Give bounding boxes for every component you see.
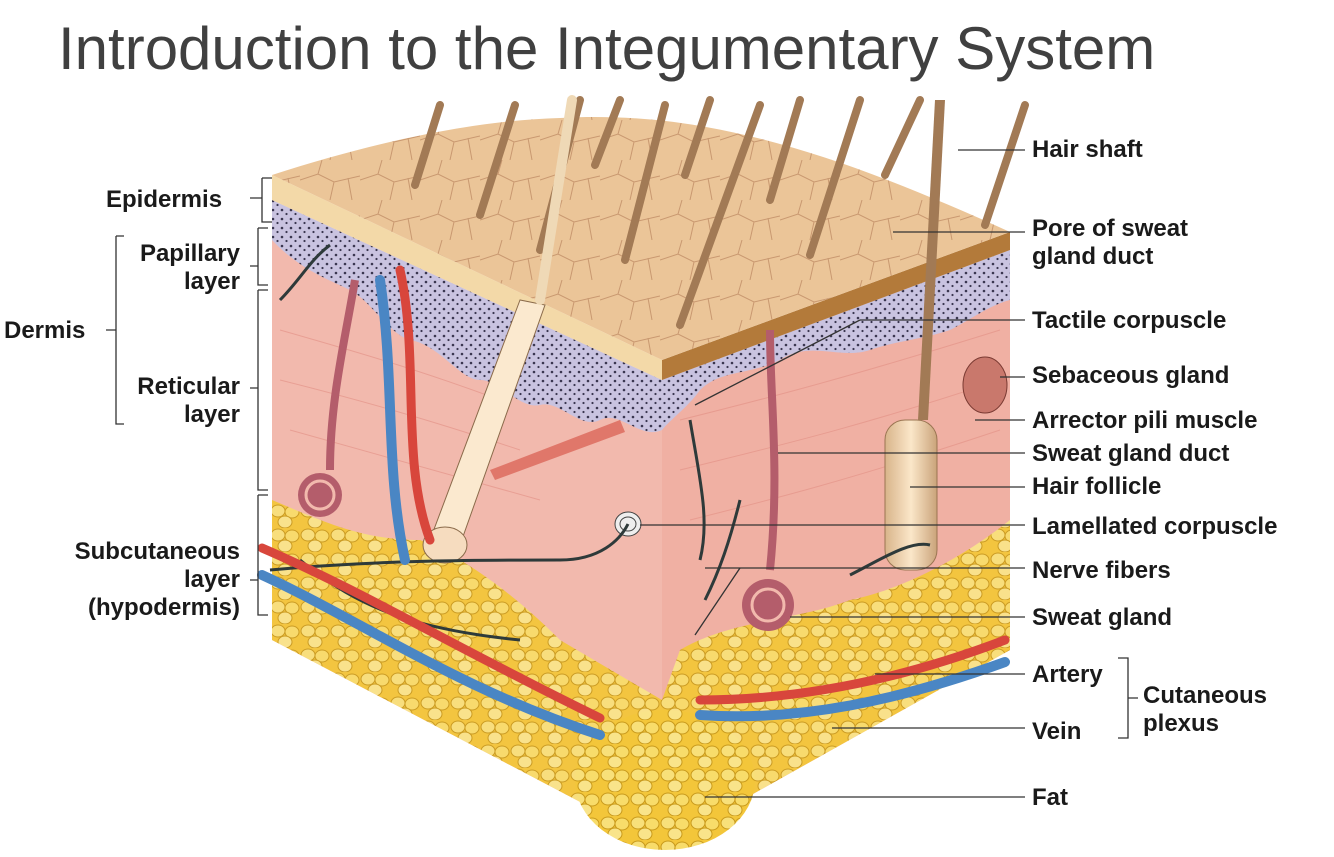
fat-lobule-bottom [575,710,755,850]
label-sebaceous-gland: Sebaceous gland [1032,362,1230,389]
leader-lines-right [640,149,1025,798]
label-vein: Vein [1032,718,1082,745]
epidermis-right-layer [662,250,1010,430]
label-lamellated-corpuscle: Lamellated corpuscle [1032,513,1278,540]
sweat-gland-left [298,279,359,517]
label-subcutaneous-line2: layer [183,566,240,593]
label-subcutaneous-line1: Subcutaneous [74,538,240,565]
label-pore-line1: Pore of sweat [1032,215,1189,242]
page-title: Introduction to the Integumentary System [58,15,1156,82]
label-cutaneous-line1: Cutaneous [1143,682,1268,709]
label-pore-of-sweat-gland-duct: Pore of sweat gland duct [1032,215,1188,271]
label-nerve-fibers: Nerve fibers [1032,557,1171,584]
label-papillary-line2: layer [183,268,240,295]
label-subcutaneous-line3: (hypodermis) [87,594,240,621]
label-sweat-gland-duct: Sweat gland duct [1032,440,1230,467]
label-epidermis: Epidermis [106,186,223,213]
label-sweat-gland: Sweat gland [1032,604,1173,631]
stratum-band-right [662,232,1010,380]
skin-surface [272,116,1010,361]
cutaneous-plexus-bracket [1118,657,1138,739]
hair-follicle-left [422,299,546,564]
label-papillary-line1: Papillary [139,240,240,267]
hair-shaft-long [535,95,577,305]
stratum-band-left [272,175,662,380]
leader-lines-left [106,177,272,616]
label-fat: Fat [1032,784,1068,811]
label-cutaneous-line2: plexus [1143,710,1220,737]
label-hair-follicle: Hair follicle [1032,473,1162,500]
arteries-shape [257,265,1010,723]
label-subcutaneous-layer: Subcutaneous layer (hypodermis) [40,538,240,622]
label-hair-shaft: Hair shaft [1032,136,1143,163]
veins-shape [257,275,1010,740]
sebaceous-gland-shape [962,356,1008,414]
fat-left [272,500,662,845]
label-reticular-layer: Reticular layer [118,373,240,429]
label-artery: Artery [1032,661,1103,688]
sweat-gland-right [742,329,794,631]
label-cutaneous-plexus: Cutaneous plexus [1143,682,1267,738]
label-papillary-layer: Papillary layer [122,240,240,296]
label-reticular-line2: layer [183,401,240,428]
label-reticular-line1: Reticular [137,373,240,400]
epidermis-left-layer [272,200,662,433]
label-tactile-corpuscle: Tactile corpuscle [1032,307,1227,334]
label-pore-line2: gland duct [1032,243,1154,270]
label-dermis: Dermis [4,317,86,344]
arrector-pili-shape [490,420,625,480]
hair-follicle-right [884,100,945,571]
label-arrector-pili-muscle: Arrector pili muscle [1032,407,1258,434]
